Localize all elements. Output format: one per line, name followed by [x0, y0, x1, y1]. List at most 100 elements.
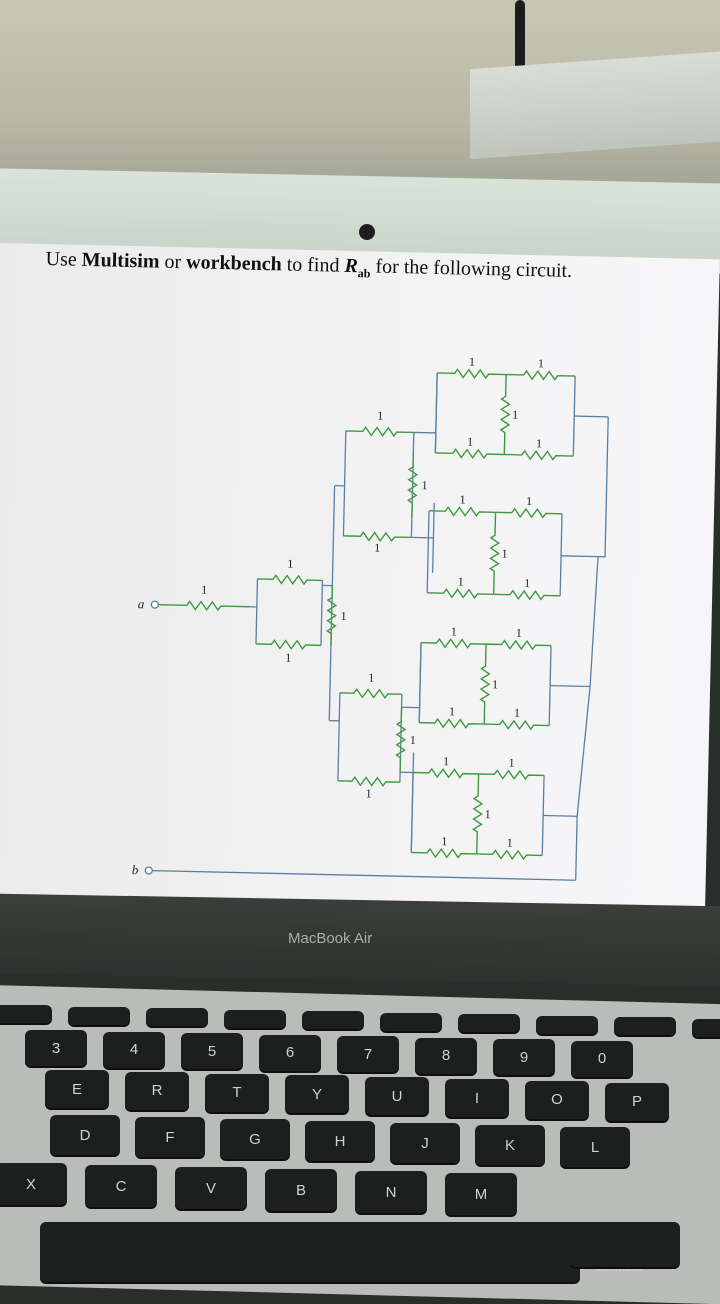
wire [256, 579, 257, 644]
letter-key[interactable]: G [220, 1119, 290, 1159]
function-key[interactable] [0, 1005, 52, 1023]
resistor [419, 719, 484, 728]
number-key[interactable]: 4 [103, 1032, 165, 1068]
number-key[interactable]: 3 [25, 1030, 87, 1066]
wire [419, 643, 421, 723]
resistor [257, 575, 322, 584]
resistor [437, 369, 506, 379]
letter-key[interactable]: N [355, 1171, 427, 1213]
terminal-b [145, 867, 152, 874]
resistor [340, 689, 402, 698]
resistor-value: 1 [340, 609, 346, 623]
resistor-value: 1 [516, 626, 522, 640]
resistor-value: 1 [508, 756, 514, 770]
terminal-a [151, 601, 158, 608]
letter-key[interactable]: D [50, 1115, 120, 1155]
resistor [346, 427, 414, 437]
resistor-value: 1 [287, 557, 293, 571]
resistor-value: 1 [451, 624, 457, 638]
function-key[interactable] [692, 1019, 720, 1037]
resistor-value: 1 [421, 478, 427, 492]
resistor-value: 1 [507, 836, 513, 850]
resistor-value: 1 [285, 651, 291, 665]
wire [598, 417, 608, 557]
letter-key[interactable]: Y [285, 1075, 349, 1113]
resistor [506, 371, 575, 381]
letter-key[interactable]: B [265, 1169, 337, 1211]
function-key[interactable] [68, 1007, 130, 1025]
resistor-value: 1 [374, 541, 380, 555]
wire [576, 816, 577, 880]
resistor [500, 374, 510, 454]
terminal-a-label: a [138, 596, 145, 611]
function-key[interactable] [224, 1010, 286, 1028]
laptop-brand: MacBook Air [288, 930, 372, 947]
function-key[interactable] [380, 1013, 442, 1031]
resistor [427, 589, 494, 599]
resistor [504, 450, 573, 460]
letter-key[interactable]: C [85, 1165, 157, 1207]
resistor-value: 1 [449, 704, 455, 718]
resistor [480, 644, 490, 724]
command-key[interactable] [570, 1222, 680, 1267]
number-key[interactable]: 9 [493, 1039, 555, 1075]
function-key[interactable] [146, 1008, 208, 1026]
letter-key[interactable]: O [525, 1081, 589, 1119]
resistor [473, 774, 483, 854]
resistor-value: 1 [512, 408, 518, 422]
resistor-value: 1 [469, 355, 475, 369]
resistor-value: 1 [526, 494, 532, 508]
wire [321, 580, 322, 645]
letter-key[interactable]: E [45, 1070, 109, 1108]
wire [153, 871, 576, 881]
resistor-value: 1 [459, 492, 465, 506]
resistor [413, 769, 479, 778]
camera-icon [359, 224, 375, 240]
function-key[interactable] [302, 1011, 364, 1029]
resistor-value: 1 [365, 786, 371, 800]
letter-key[interactable]: I [445, 1079, 509, 1117]
wire [577, 686, 590, 816]
background-printer [470, 51, 720, 159]
letter-key[interactable]: J [390, 1123, 460, 1163]
resistor-value: 1 [201, 583, 207, 597]
wire [433, 503, 435, 573]
function-key[interactable] [536, 1016, 598, 1034]
letter-key[interactable]: P [605, 1083, 669, 1121]
letter-key[interactable]: X [0, 1163, 67, 1205]
letter-key[interactable]: F [135, 1117, 205, 1157]
number-key[interactable]: 6 [259, 1035, 321, 1071]
resistor-value: 1 [467, 435, 473, 449]
wire [338, 693, 340, 781]
letter-key[interactable]: L [560, 1127, 630, 1167]
resistor [256, 640, 321, 649]
number-key[interactable]: 0 [571, 1041, 633, 1077]
resistor [484, 720, 549, 729]
resistor [435, 449, 504, 459]
spacebar[interactable] [40, 1222, 580, 1282]
number-key[interactable]: 7 [337, 1036, 399, 1072]
resistor-value: 1 [538, 356, 544, 370]
number-key[interactable]: 8 [415, 1038, 477, 1074]
resistor [494, 590, 561, 600]
letter-key[interactable]: V [175, 1167, 247, 1209]
resistor-value: 1 [368, 670, 374, 684]
number-key[interactable]: 5 [181, 1033, 243, 1069]
letter-key[interactable]: H [305, 1121, 375, 1161]
letter-key[interactable]: R [125, 1072, 189, 1110]
wire [550, 686, 590, 687]
resistor-value: 1 [410, 733, 416, 747]
letter-key[interactable]: K [475, 1125, 545, 1165]
wire [411, 773, 413, 853]
resistor [429, 507, 496, 517]
resistor [411, 848, 477, 857]
wire [343, 431, 345, 536]
letter-key[interactable]: M [445, 1173, 517, 1215]
letter-key[interactable]: T [205, 1074, 269, 1112]
function-key[interactable] [614, 1017, 676, 1035]
resistor [421, 639, 486, 648]
function-key[interactable] [458, 1014, 520, 1032]
resistor [495, 508, 562, 518]
letter-key[interactable]: U [365, 1077, 429, 1115]
